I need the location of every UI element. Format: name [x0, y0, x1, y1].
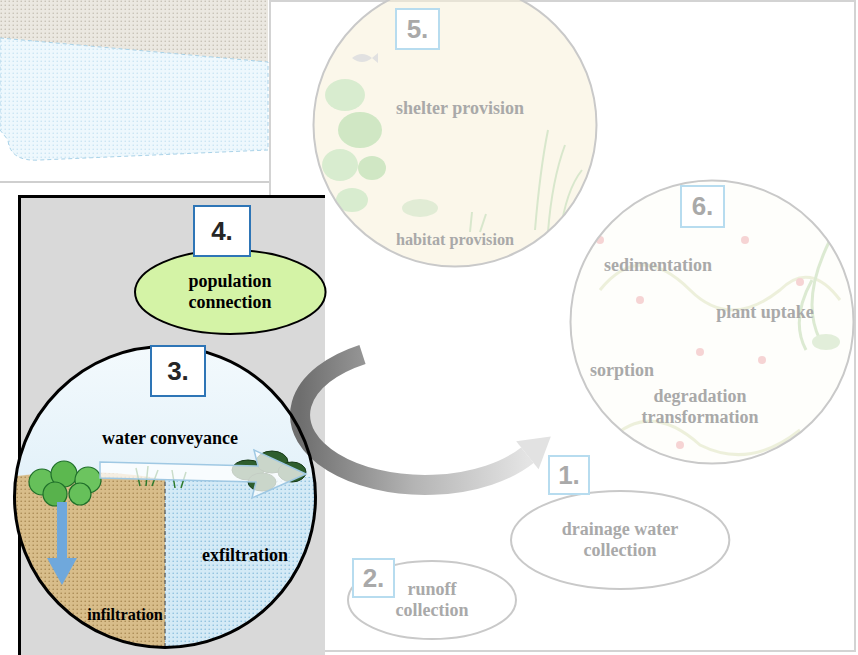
text-slot: population connection [165, 271, 295, 312]
function-ellipse: population connection [134, 249, 327, 335]
text-slot: infiltration [87, 606, 163, 625]
function-label: plant uptake [716, 302, 814, 323]
circle-outline [312, 0, 598, 268]
ellipse-shape [511, 491, 729, 589]
callout-number-box: 5. [395, 8, 440, 50]
function-label: exfiltration [202, 545, 288, 566]
text-slot: 4. [211, 217, 233, 246]
function-label: habitat provision [396, 231, 514, 250]
callout-number-box: 4. [193, 205, 251, 257]
text-slot: sedimentation [604, 255, 712, 276]
circle-shape [571, 181, 854, 464]
function-label: sorption [590, 360, 654, 381]
text-slot: exfiltration [202, 545, 288, 566]
function-label: sedimentation [604, 255, 712, 276]
circle-shape [314, 0, 597, 267]
ellipse-shape [135, 250, 326, 334]
callout-number-box: 6. [680, 185, 725, 228]
text-slot: plant uptake [716, 302, 814, 323]
text-slot: 3. [167, 357, 189, 386]
function-label: drainage water collection [545, 519, 695, 560]
text-slot: 6. [692, 192, 714, 221]
text-slot: habitat provision [396, 231, 514, 250]
circle-shape [15, 347, 316, 648]
callout-number-box: 1. [548, 455, 590, 495]
callout-number: 1. [558, 461, 580, 490]
function-label: degradation transformation [625, 386, 775, 427]
function-label: water conveyance [102, 428, 238, 449]
callout-number-box: 3. [150, 345, 206, 397]
function-label: population connection [165, 271, 295, 312]
text-slot: 2. [363, 564, 385, 593]
text-slot: runoff collection [382, 579, 482, 620]
function-circle: shelter provision habitat provision [312, 0, 598, 268]
ellipse-shape [348, 561, 516, 639]
callout-number: 4. [211, 217, 233, 246]
text-slot: shelter provision [396, 98, 524, 119]
text-slot: 1. [558, 461, 580, 490]
callout-number: 5. [407, 15, 429, 44]
callout-number: 6. [692, 192, 714, 221]
text-slot: drainage water collection [545, 519, 695, 560]
text-slot: sorption [590, 360, 654, 381]
text-slot: degradation transformation [625, 386, 775, 427]
function-label: runoff collection [382, 579, 482, 620]
callout-number: 2. [363, 564, 385, 593]
function-ellipse: drainage water collection [510, 490, 730, 590]
text-slot: water conveyance [102, 428, 238, 449]
text-slot: 5. [407, 15, 429, 44]
callout-number: 3. [167, 357, 189, 386]
callout-number-box: 2. [352, 558, 395, 598]
function-label: infiltration [87, 606, 163, 625]
function-label: shelter provision [396, 98, 524, 119]
